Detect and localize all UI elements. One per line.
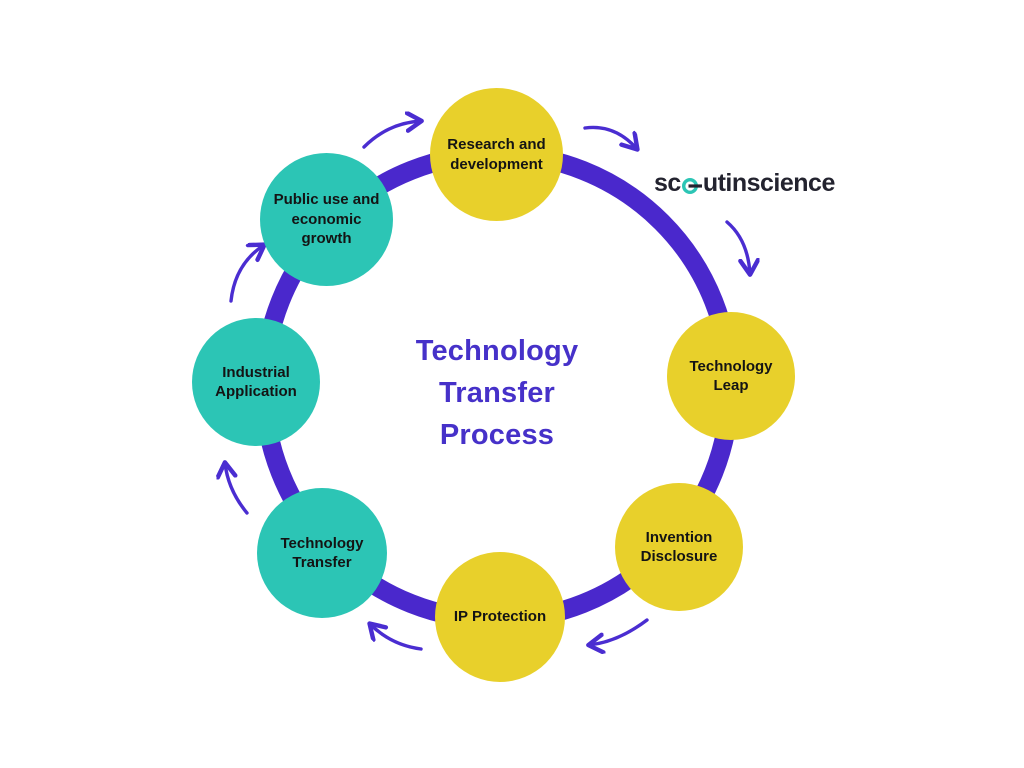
step-label: Invention Disclosure	[640, 528, 718, 566]
page-title: Technology Transfer Process	[415, 335, 579, 451]
arrow-ip-to-transfer	[370, 624, 423, 651]
step-label: Research and development	[447, 136, 546, 173]
step-circle-research-and-development: Research and development	[430, 88, 563, 221]
arrow-publicuse-to-research	[362, 121, 421, 149]
arrow-transfer-to-industrial	[225, 463, 249, 515]
logo-text-prefix: sc	[654, 169, 681, 197]
step-label: Technology Transfer	[280, 534, 364, 572]
arrow-industrial-to-publicuse	[229, 245, 264, 303]
logo-text-suffix: utinscience	[702, 169, 836, 197]
step-label: IP Protection	[453, 608, 547, 626]
step-circle-public-use: Public use and economic growth	[260, 153, 393, 286]
scoutinscience-logo: sc utinscience	[654, 168, 835, 198]
step-circle-industrial-application: Industrial Application	[192, 318, 320, 446]
step-circle-invention-disclosure: Invention Disclosure	[615, 483, 743, 611]
step-circle-technology-leap: Technology Leap	[667, 312, 795, 440]
step-label: Technology Leap	[689, 357, 773, 395]
step-label: Public use and economic growth	[273, 191, 380, 248]
arrow-invention-to-ip	[589, 618, 649, 645]
arrow-research-to-leap-lower	[725, 220, 750, 274]
step-circle-ip-protection: IP Protection	[435, 552, 565, 682]
logo-o-icon	[681, 177, 702, 194]
step-circle-technology-transfer: Technology Transfer	[257, 488, 387, 618]
arrow-research-to-leap-upper	[583, 125, 637, 149]
step-label: Industrial Application	[215, 363, 297, 401]
